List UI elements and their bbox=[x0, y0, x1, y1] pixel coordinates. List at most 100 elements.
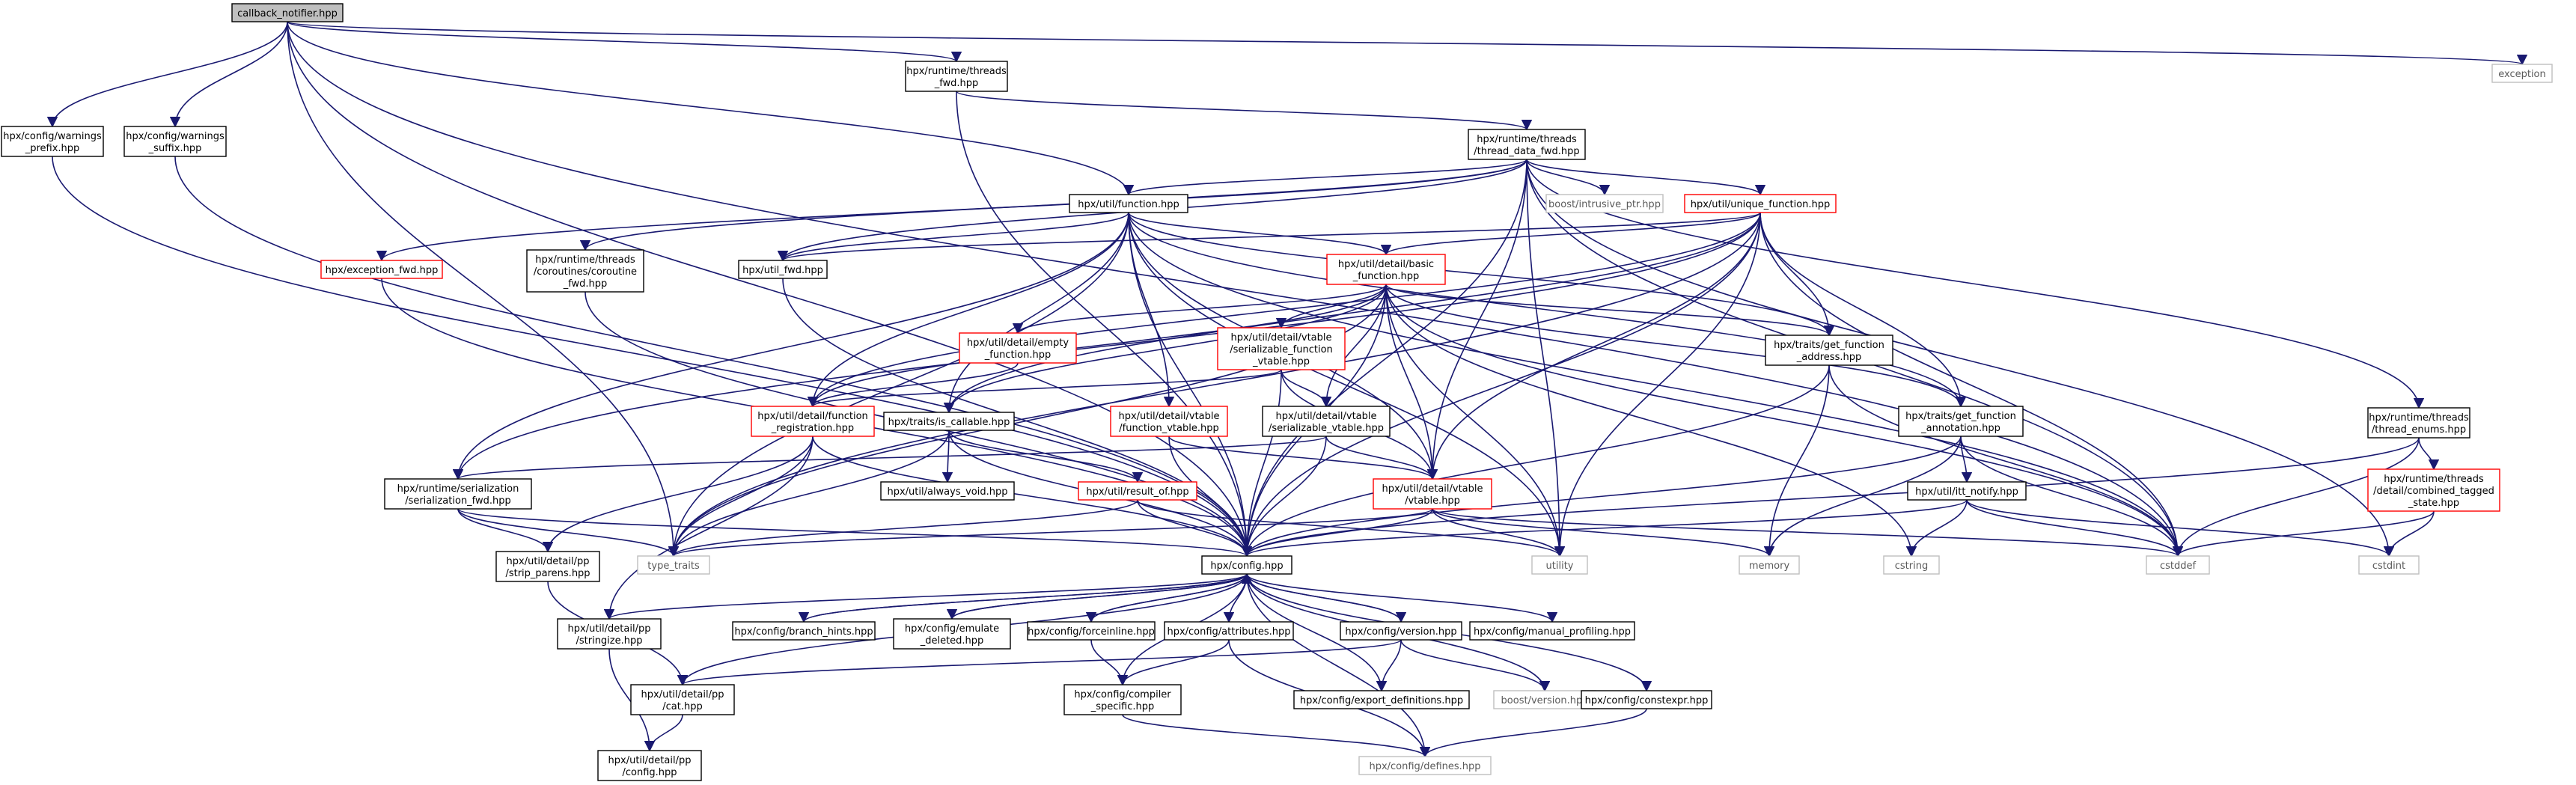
node-warnings_prefix[interactable]: hpx/config/warnings_prefix.hpp bbox=[1, 126, 104, 157]
node-branch_hints[interactable]: hpx/config/branch_hints.hpp bbox=[732, 621, 876, 641]
node-label-config_version: hpx/config/version.hpp bbox=[1345, 626, 1456, 638]
node-memory[interactable]: memory bbox=[1739, 555, 1800, 575]
node-type_traits[interactable]: type_traits bbox=[637, 555, 710, 575]
node-get_function_annotation[interactable]: hpx/traits/get_function_annotation.hpp bbox=[1898, 406, 2024, 437]
edge-config-to-defines bbox=[1246, 573, 1431, 758]
edge-callback_notifier-to-exception bbox=[287, 21, 2527, 66]
edge-config-to-export_definitions bbox=[1246, 573, 1388, 692]
edge-get_function_address-to-memory bbox=[1763, 364, 1830, 558]
edge-unique_function-to-function_registration bbox=[807, 212, 1761, 408]
node-label-warnings_prefix: _prefix.hpp bbox=[25, 143, 80, 154]
node-config_version[interactable]: hpx/config/version.hpp bbox=[1340, 621, 1462, 641]
edge-callback_notifier-to-util_function bbox=[287, 21, 1135, 196]
node-function_registration[interactable]: hpx/util/detail/function_registration.hp… bbox=[751, 406, 875, 437]
node-box-itt_notify bbox=[1907, 481, 2027, 501]
edge-unique_function-to-basic_function bbox=[1381, 212, 1761, 256]
node-strip_parens[interactable]: hpx/util/detail/pp/strip_parens.hpp bbox=[495, 551, 600, 582]
node-intrusive_ptr[interactable]: boost/intrusive_ptr.hpp bbox=[1545, 194, 1664, 213]
edge-unique_function-to-get_function_annotation bbox=[1759, 212, 1967, 408]
node-basic_function[interactable]: hpx/util/detail/basic_function.hpp bbox=[1326, 254, 1446, 285]
node-box-pp_cat bbox=[630, 684, 735, 715]
node-cstddef[interactable]: cstddef bbox=[2146, 555, 2210, 575]
node-label-thread_data_fwd: hpx/runtime/threads bbox=[1477, 134, 1577, 145]
node-function_vtable[interactable]: hpx/util/detail/vtable/function_vtable.h… bbox=[1110, 406, 1228, 437]
node-label-constexpr: hpx/config/constexpr.hpp bbox=[1585, 695, 1709, 706]
node-result_of[interactable]: hpx/util/result_of.hpp bbox=[1078, 481, 1197, 501]
edge-basic_function-to-cstring bbox=[1385, 284, 1917, 558]
node-label-serializable_function_vtable: /serializable_function bbox=[1230, 344, 1333, 355]
node-threads_fwd[interactable]: hpx/runtime/threads_fwd.hpp bbox=[905, 61, 1008, 92]
node-config[interactable]: hpx/config.hpp bbox=[1201, 555, 1292, 575]
node-exception[interactable]: exception bbox=[2491, 64, 2553, 83]
edge-thread_data_fwd-to-utility bbox=[1526, 159, 1566, 558]
node-emulate_deleted[interactable]: hpx/config/emulate_deleted.hpp bbox=[893, 618, 1011, 650]
node-box-combined_tagged_state bbox=[2367, 468, 2500, 512]
node-pp_cat[interactable]: hpx/util/detail/pp/cat.hpp bbox=[630, 684, 735, 715]
node-callback_notifier[interactable]: callback_notifier.hpp bbox=[231, 3, 344, 22]
edge-serializable_function_vtable-to-serializable_vtable bbox=[1281, 369, 1332, 408]
node-label-empty_function: hpx/util/detail/empty bbox=[967, 337, 1069, 349]
node-forceinline[interactable]: hpx/config/forceinline.hpp bbox=[1027, 621, 1156, 641]
node-unique_function[interactable]: hpx/util/unique_function.hpp bbox=[1684, 194, 1837, 213]
node-boost_version[interactable]: boost/version.hpp bbox=[1493, 690, 1596, 709]
node-stringize[interactable]: hpx/util/detail/pp/stringize.hpp bbox=[557, 618, 662, 650]
node-box-callback_notifier bbox=[231, 3, 344, 22]
edge-itt_notify-to-cstring bbox=[1905, 499, 1968, 558]
edge-callback_notifier-to-warnings_suffix bbox=[169, 21, 288, 128]
node-serializable_function_vtable[interactable]: hpx/util/detail/vtable/serializable_func… bbox=[1217, 327, 1346, 370]
node-label-exception_fwd: hpx/exception_fwd.hpp bbox=[326, 265, 439, 276]
node-attributes[interactable]: hpx/config/attributes.hpp bbox=[1164, 621, 1294, 641]
node-is_callable[interactable]: hpx/traits/is_callable.hpp bbox=[883, 412, 1015, 431]
node-label-forceinline: hpx/config/forceinline.hpp bbox=[1028, 626, 1155, 638]
edge-serializable_function_vtable-to-config bbox=[1241, 369, 1282, 558]
node-util_function[interactable]: hpx/util/function.hpp bbox=[1069, 194, 1188, 213]
node-box-serializable_function_vtable bbox=[1217, 327, 1346, 370]
node-export_definitions[interactable]: hpx/config/export_definitions.hpp bbox=[1293, 690, 1470, 709]
node-compiler_specific[interactable]: hpx/config/compiler_specific.hpp bbox=[1063, 684, 1182, 715]
node-layer: callback_notifier.hpp exception hpx/config… bbox=[1, 3, 2553, 781]
node-cstdint[interactable]: cstdint bbox=[2358, 555, 2420, 575]
node-utility[interactable]: utility bbox=[1531, 555, 1588, 575]
node-label-warnings_suffix: _suffix.hpp bbox=[148, 143, 202, 154]
node-label-function_vtable: hpx/util/detail/vtable bbox=[1118, 411, 1219, 422]
node-itt_notify[interactable]: hpx/util/itt_notify.hpp bbox=[1907, 481, 2027, 501]
node-get_function_address[interactable]: hpx/traits/get_function_address.hpp bbox=[1765, 335, 1893, 366]
node-thread_enums[interactable]: hpx/runtime/threads/thread_enums.hpp bbox=[2367, 407, 2470, 439]
node-always_void[interactable]: hpx/util/always_void.hpp bbox=[880, 481, 1015, 501]
node-pp_config[interactable]: hpx/util/detail/pp/config.hpp bbox=[597, 750, 702, 781]
node-label-warnings_suffix: hpx/config/warnings bbox=[126, 131, 225, 142]
node-label-basic_function: _function.hpp bbox=[1352, 271, 1419, 282]
node-label-manual_profiling: hpx/config/manual_profiling.hpp bbox=[1474, 626, 1631, 638]
node-label-function_vtable: /function_vtable.hpp bbox=[1119, 423, 1218, 434]
node-serialization_fwd[interactable]: hpx/runtime/serialization/serialization_… bbox=[384, 478, 532, 510]
node-combined_tagged_state[interactable]: hpx/runtime/threads/detail/combined_tagg… bbox=[2367, 468, 2500, 512]
node-box-cstring bbox=[1883, 555, 1940, 575]
node-label-exception: exception bbox=[2498, 69, 2546, 80]
edge-config_version-to-export_definitions bbox=[1376, 639, 1402, 692]
node-cstring[interactable]: cstring bbox=[1883, 555, 1940, 575]
node-manual_profiling[interactable]: hpx/config/manual_profiling.hpp bbox=[1469, 621, 1635, 641]
node-label-warnings_prefix: hpx/config/warnings bbox=[3, 131, 102, 142]
node-thread_data_fwd[interactable]: hpx/runtime/threads/thread_data_fwd.hpp bbox=[1468, 129, 1586, 160]
node-vtable[interactable]: hpx/util/detail/vtable/vtable.hpp bbox=[1373, 478, 1492, 510]
edge-function_vtable-to-config bbox=[1168, 436, 1253, 558]
node-serializable_vtable[interactable]: hpx/util/detail/vtable/serializable_vtab… bbox=[1262, 406, 1391, 437]
node-defines[interactable]: hpx/config/defines.hpp bbox=[1358, 756, 1492, 775]
node-label-function_registration: hpx/util/detail/function bbox=[757, 411, 868, 422]
node-empty_function[interactable]: hpx/util/detail/empty_function.hpp bbox=[959, 332, 1077, 364]
node-box-is_callable bbox=[883, 412, 1015, 431]
node-exception_fwd[interactable]: hpx/exception_fwd.hpp bbox=[320, 260, 443, 279]
edge-serializable_vtable-to-serialization_fwd bbox=[453, 436, 1327, 480]
edge-vtable-to-cstddef bbox=[1432, 508, 2183, 558]
edge-unique_function-to-utility bbox=[1554, 212, 1761, 558]
node-constexpr[interactable]: hpx/config/constexpr.hpp bbox=[1581, 690, 1712, 709]
node-box-defines bbox=[1358, 756, 1492, 775]
node-box-get_function_annotation bbox=[1898, 406, 2024, 437]
node-box-utility bbox=[1531, 555, 1588, 575]
edge-util_function-to-basic_function bbox=[1128, 212, 1392, 256]
node-box-thread_data_fwd bbox=[1468, 129, 1586, 160]
node-util_fwd[interactable]: hpx/util_fwd.hpp bbox=[738, 260, 828, 279]
node-warnings_suffix[interactable]: hpx/config/warnings_suffix.hpp bbox=[123, 126, 227, 157]
node-label-strip_parens: hpx/util/detail/pp bbox=[507, 556, 590, 567]
node-coroutine_fwd[interactable]: hpx/runtime/threads/coroutines/coroutine… bbox=[526, 249, 644, 293]
